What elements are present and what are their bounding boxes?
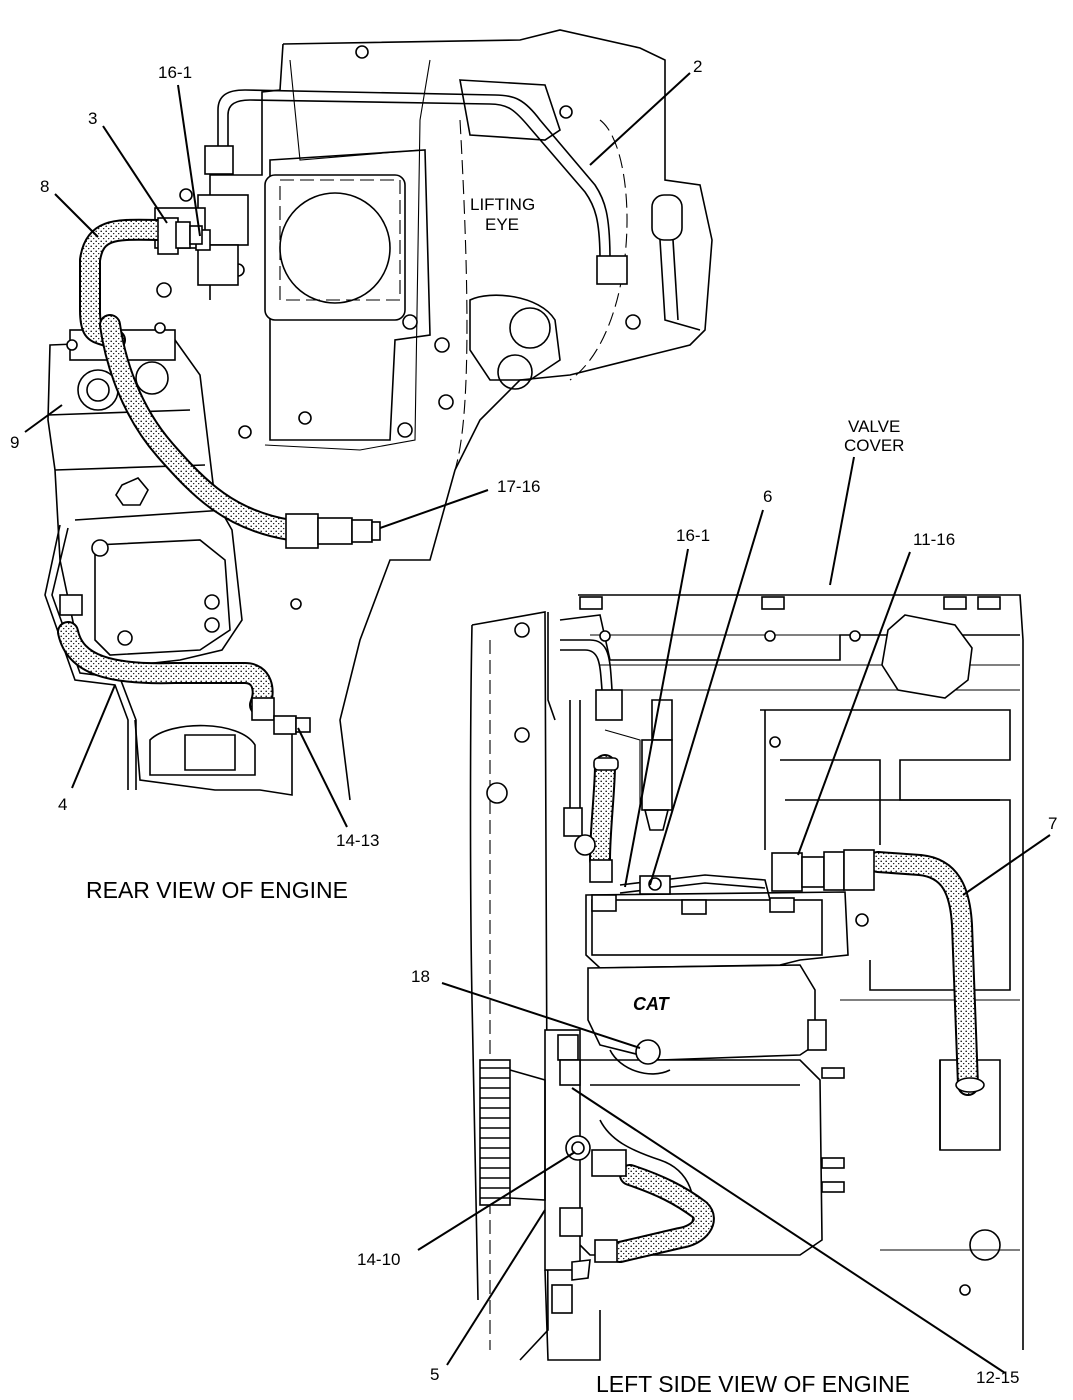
callout-4: 4	[58, 795, 67, 814]
callout-12-15: 12-15	[976, 1368, 1019, 1387]
callout-9: 9	[10, 433, 19, 452]
valve-cover-label-line1: VALVE	[848, 417, 900, 436]
bolt-group-rear	[156, 45, 641, 610]
lifting-eye-label-line2: EYE	[485, 215, 519, 234]
rear-view-caption: REAR VIEW OF ENGINE	[86, 877, 348, 903]
callout-16-1-rear: 16-1	[158, 63, 192, 82]
lifting-eye-label-line1: LIFTING	[470, 195, 535, 214]
callout-3: 3	[88, 109, 97, 128]
callout-17-16: 17-16	[497, 477, 540, 496]
valve-cover-label-line2: COVER	[844, 436, 904, 455]
rear-view-labels: 16-1 2 3 8 9 17-16 4 14-13 LIFTING EYE R…	[10, 57, 702, 903]
side-view-caption: LEFT SIDE VIEW OF ENGINE	[596, 1371, 910, 1397]
cat-logo: CAT	[633, 994, 671, 1014]
callout-7: 7	[1048, 814, 1057, 833]
callout-14-13: 14-13	[336, 831, 379, 850]
leader-lines	[24, 72, 1051, 1374]
side-view-drawing: CAT	[469, 594, 1024, 1361]
callout-14-10: 14-10	[357, 1250, 400, 1269]
callout-2: 2	[693, 57, 702, 76]
callout-8: 8	[40, 177, 49, 196]
side-view-labels: VALVE COVER 6 16-1 11-16 7 18 14-10 5 12…	[357, 417, 1057, 1397]
callout-6: 6	[763, 487, 772, 506]
callout-18: 18	[411, 967, 430, 986]
callout-11-16: 11-16	[913, 530, 955, 549]
callout-5: 5	[430, 1365, 439, 1384]
callout-16-1-side: 16-1	[676, 526, 710, 545]
valve-cover-bolts	[579, 596, 1001, 642]
rear-view-drawing	[44, 29, 713, 801]
